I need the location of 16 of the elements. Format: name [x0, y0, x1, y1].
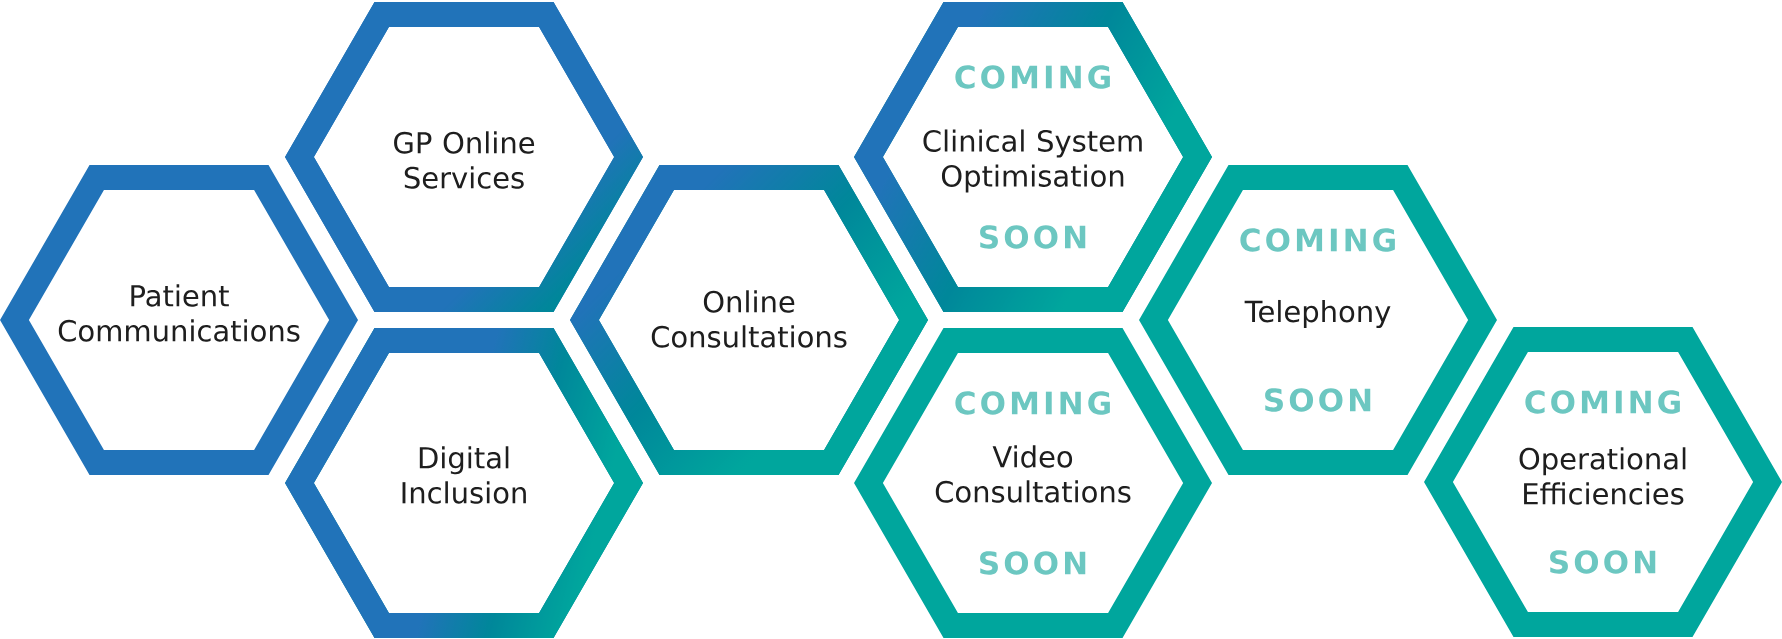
- hexagon-label: Clinical System Optimisation: [923, 129, 1142, 193]
- coming-soon-text: SOON: [1265, 388, 1371, 412]
- coming-soon-text: COMING: [955, 391, 1110, 415]
- coming-soon-text: COMING: [955, 65, 1110, 89]
- coming-soon-text: COMING: [1525, 390, 1680, 414]
- hexagon-label: GP Online Services: [394, 131, 535, 189]
- hexagon-label: Digital Inclusion: [402, 446, 526, 504]
- hexagon-label: Operational Efficiencies: [1519, 447, 1686, 505]
- hexagon-label: Video Consultations: [935, 445, 1131, 503]
- coming-soon-text: SOON: [980, 551, 1086, 575]
- coming-soon-text: SOON: [980, 225, 1086, 249]
- hexagon-label: Online Consultations: [651, 290, 847, 348]
- coming-soon-text: SOON: [1550, 550, 1656, 574]
- coming-soon-text: COMING: [1240, 228, 1395, 252]
- hexagon-label: Telephony: [1244, 299, 1391, 329]
- hexagon-label: Patient Communications: [58, 284, 300, 342]
